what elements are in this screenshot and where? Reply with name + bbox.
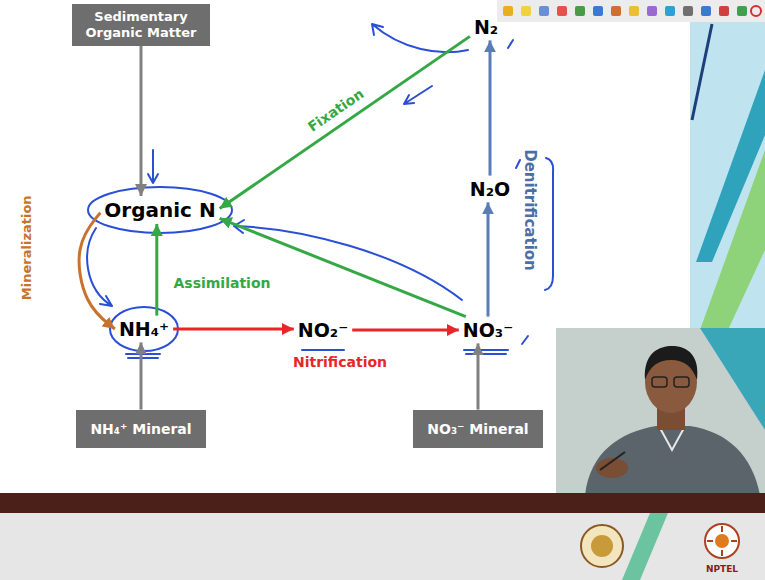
source-box: NH₄⁺ Mineral <box>76 410 205 449</box>
tool-icon <box>737 6 747 16</box>
tool-icon <box>701 6 711 16</box>
toolbar-icons <box>503 6 761 16</box>
process-label: Mineralization <box>18 196 34 301</box>
node-text: NO₂⁻ <box>298 319 348 342</box>
tool-icon <box>719 6 729 16</box>
logo-core <box>591 535 613 557</box>
video-frame <box>556 328 765 495</box>
tool-icon <box>647 6 657 16</box>
presenter-glasses <box>652 377 667 387</box>
cycle-arrow <box>139 342 142 409</box>
node-text: NO₃⁻ Mineral <box>427 421 528 438</box>
node-text: Organic N <box>104 198 215 222</box>
ink-underline <box>126 354 160 358</box>
tool-icon <box>683 6 693 16</box>
ink-circle <box>110 307 178 351</box>
bottom-bar <box>0 493 765 513</box>
process-label: Denitrification <box>521 149 539 271</box>
tool-icon <box>611 6 621 16</box>
compound-label: NH₄⁺ <box>115 316 173 343</box>
presenter-collar <box>660 428 684 450</box>
presenter-pen <box>600 452 625 470</box>
tool-icon <box>539 6 549 16</box>
tool-icon <box>751 6 761 16</box>
ink-arrow <box>87 228 112 306</box>
logo-rays <box>707 526 737 556</box>
bottom-stripe <box>622 513 668 580</box>
logo-ring <box>705 524 739 558</box>
source-box: Sedimentary Organic Matter <box>72 4 210 45</box>
compound-label: Organic N <box>100 196 219 224</box>
ink-tick <box>508 40 513 48</box>
toolbar <box>497 0 765 22</box>
process-label: Assimilation <box>173 275 270 292</box>
presenter-hair <box>645 346 698 380</box>
logo-text: NPTEL <box>706 564 738 575</box>
ink-tick <box>516 160 520 168</box>
node-text: NH₄⁺ Mineral <box>90 421 191 438</box>
side-stripe <box>700 150 765 330</box>
tool-icon <box>521 6 531 16</box>
ink-circle <box>88 187 232 233</box>
cycle-arrow <box>79 213 115 329</box>
node-text: Sedimentary Organic Matter <box>80 9 202 40</box>
compound-label: N₂ <box>470 14 502 41</box>
hand-annotations <box>87 24 553 358</box>
cycle-arrow <box>155 224 158 316</box>
presenter-video <box>556 328 765 495</box>
node-text: N₂O <box>470 178 510 201</box>
ink-underline <box>464 350 508 354</box>
presenter-glasses <box>674 377 689 387</box>
ink-arrow <box>404 86 432 104</box>
video-wall <box>700 328 765 430</box>
source-box: NO₃⁻ Mineral <box>413 410 542 449</box>
ink-underline <box>302 349 344 351</box>
tool-icon <box>665 6 675 16</box>
compound-label: N₂O <box>466 176 514 203</box>
tool-icon <box>629 6 639 16</box>
ink-tick <box>522 336 528 344</box>
bottom-panel <box>0 513 765 580</box>
node-text: N₂ <box>474 16 498 39</box>
side-line <box>692 24 712 120</box>
cycle-arrow <box>220 218 466 316</box>
cycle-arrow <box>220 36 470 208</box>
logo-ring <box>581 525 623 567</box>
compound-label: NO₂⁻ <box>294 317 352 344</box>
cycle-arrow <box>173 327 294 330</box>
process-label: Nitrification <box>293 354 387 371</box>
cycle-arrow <box>489 40 492 175</box>
cycle-arrow <box>476 343 479 409</box>
ink-arrow <box>148 150 158 183</box>
presenter-shirt <box>585 426 760 495</box>
cycle-arrow <box>352 328 459 331</box>
cycle-arrow <box>487 202 490 316</box>
tool-icon <box>503 6 513 16</box>
cycle-arrow <box>140 46 143 196</box>
process-label: Fixation <box>305 85 367 135</box>
compound-label: NO₃⁻ <box>459 317 517 344</box>
node-text: NH₄⁺ <box>119 318 169 341</box>
nptel-logo <box>705 524 739 558</box>
logo-core <box>715 534 729 548</box>
institute-logo <box>581 525 623 567</box>
ink-bracket <box>545 158 553 290</box>
tool-icon <box>575 6 585 16</box>
node-text: NO₃⁻ <box>463 319 513 342</box>
tool-icon <box>557 6 567 16</box>
tool-icon <box>593 6 603 16</box>
